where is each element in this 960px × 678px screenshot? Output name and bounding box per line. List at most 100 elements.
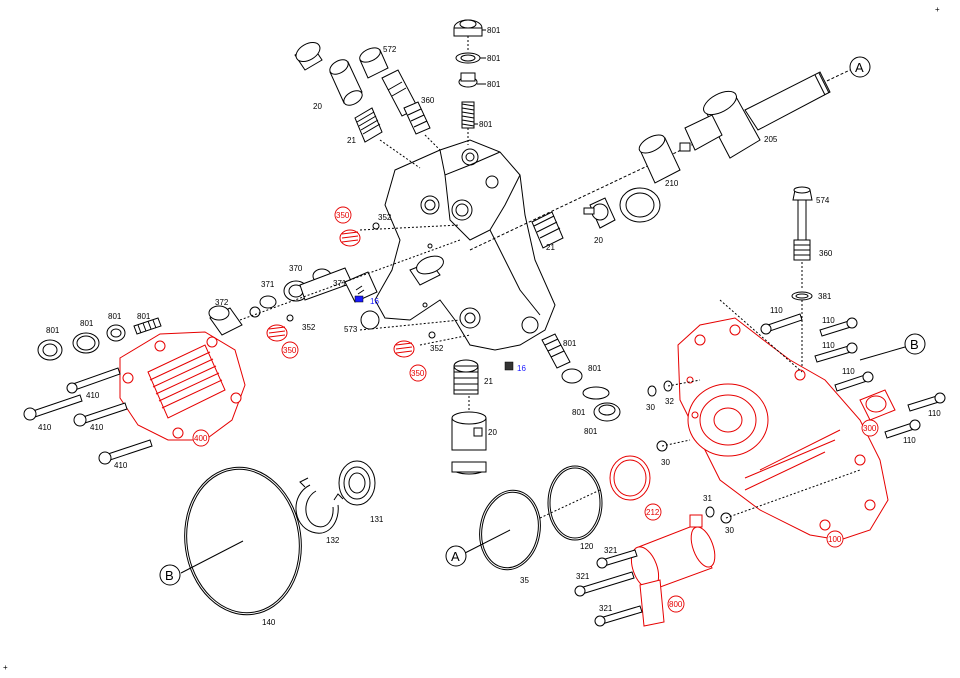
- label-16: 16: [370, 297, 379, 306]
- label-110: 110: [770, 306, 783, 315]
- bolts-110: [760, 313, 946, 439]
- callout-b: B: [910, 337, 919, 352]
- callout-b-circle: [159, 564, 181, 586]
- label-20: 20: [594, 236, 603, 245]
- callout-a-circle: [849, 56, 871, 78]
- bolts-410: [23, 367, 153, 465]
- label-140: 140: [262, 618, 276, 627]
- label-350: 350: [411, 369, 425, 378]
- label-210: 210: [665, 179, 679, 188]
- label-410: 410: [114, 461, 128, 470]
- label-801: 801: [487, 26, 501, 35]
- label-370: 370: [289, 264, 303, 273]
- label-20: 20: [488, 428, 497, 437]
- label-801: 801: [487, 80, 501, 89]
- label-35: 35: [520, 576, 529, 585]
- label-350: 350: [336, 211, 350, 220]
- label-321: 321: [576, 572, 590, 581]
- label-31: 31: [703, 494, 712, 503]
- label-400: 400: [194, 434, 208, 443]
- label-410: 410: [90, 423, 104, 432]
- label-20: 20: [313, 102, 322, 111]
- label-110: 110: [842, 367, 855, 376]
- top-plug-stack: [453, 19, 486, 145]
- label-801: 801: [588, 364, 602, 373]
- label-30: 30: [725, 526, 734, 535]
- spring-801: [461, 101, 475, 129]
- label-110: 110: [822, 341, 835, 350]
- left-cover-400: [119, 331, 246, 441]
- label-801: 801: [46, 326, 60, 335]
- label-371: 371: [333, 279, 347, 288]
- label-100: 100: [828, 535, 842, 544]
- label-30: 30: [661, 458, 670, 467]
- callout-400: [192, 429, 210, 447]
- label-205: 205: [764, 135, 778, 144]
- callout-212: [644, 503, 662, 521]
- small-seals: [647, 379, 861, 524]
- callout-a: A: [855, 60, 864, 75]
- pump-body-100: [677, 299, 896, 541]
- right-valve-stack: [791, 186, 813, 370]
- label-110: 110: [822, 316, 835, 325]
- label-360: 360: [819, 249, 833, 258]
- central-housing: [374, 139, 556, 351]
- callout-350: [334, 206, 352, 224]
- callout-350: [281, 341, 299, 359]
- label-132: 132: [326, 536, 340, 545]
- callout-300: [861, 419, 879, 437]
- bottom-middle-parts: [451, 359, 487, 475]
- label-801: 801: [572, 408, 586, 417]
- label-110: 110: [928, 409, 941, 418]
- callout-800: [667, 595, 685, 613]
- corner-mark: +: [935, 5, 940, 14]
- label-21: 21: [484, 377, 493, 386]
- label-350: 350: [283, 346, 297, 355]
- upper-left-parts: [294, 42, 441, 169]
- label-801: 801: [584, 427, 598, 436]
- label-16: 16: [517, 364, 526, 373]
- callout-a: A: [451, 549, 460, 564]
- label-801: 801: [479, 120, 493, 129]
- oring-35: [464, 489, 541, 571]
- label-371: 371: [261, 280, 275, 289]
- label-801: 801: [487, 54, 501, 63]
- label-321: 321: [599, 604, 613, 613]
- callout-100: [826, 530, 844, 548]
- label-32: 32: [665, 397, 674, 406]
- label-573: 573: [344, 325, 358, 334]
- label-352: 352: [302, 323, 316, 332]
- gasket-212: [609, 455, 651, 501]
- label-381: 381: [818, 292, 832, 301]
- label-360: 360: [421, 96, 435, 105]
- label-120: 120: [580, 542, 594, 551]
- label-800: 800: [669, 600, 683, 609]
- callout-b: B: [165, 568, 174, 583]
- label-801: 801: [80, 319, 94, 328]
- label-572: 572: [383, 45, 397, 54]
- label-300: 300: [863, 424, 877, 433]
- label-410: 410: [86, 391, 100, 400]
- left-plug-stack: [37, 317, 162, 361]
- callout-a-circle: [445, 545, 467, 567]
- label-110: 110: [903, 436, 916, 445]
- label-801: 801: [137, 312, 151, 321]
- label-801: 801: [108, 312, 122, 321]
- label-801: 801: [563, 339, 577, 348]
- spring-16: [504, 361, 514, 371]
- seal-ring-140: [180, 466, 302, 616]
- label-352: 352: [378, 213, 392, 222]
- label-30: 30: [646, 403, 655, 412]
- drive-shaft-assembly: [469, 69, 851, 251]
- label-352: 352: [430, 344, 444, 353]
- label-372: 372: [215, 298, 229, 307]
- bottom-right-plug-stack: [541, 333, 621, 422]
- label-131: 131: [370, 515, 384, 524]
- middle-left-parts: [208, 222, 471, 346]
- label-574: 574: [816, 196, 830, 205]
- callout-b-circle: [904, 333, 926, 355]
- label-410: 410: [38, 423, 52, 432]
- label-212: 212: [646, 508, 660, 517]
- label-321: 321: [604, 546, 618, 555]
